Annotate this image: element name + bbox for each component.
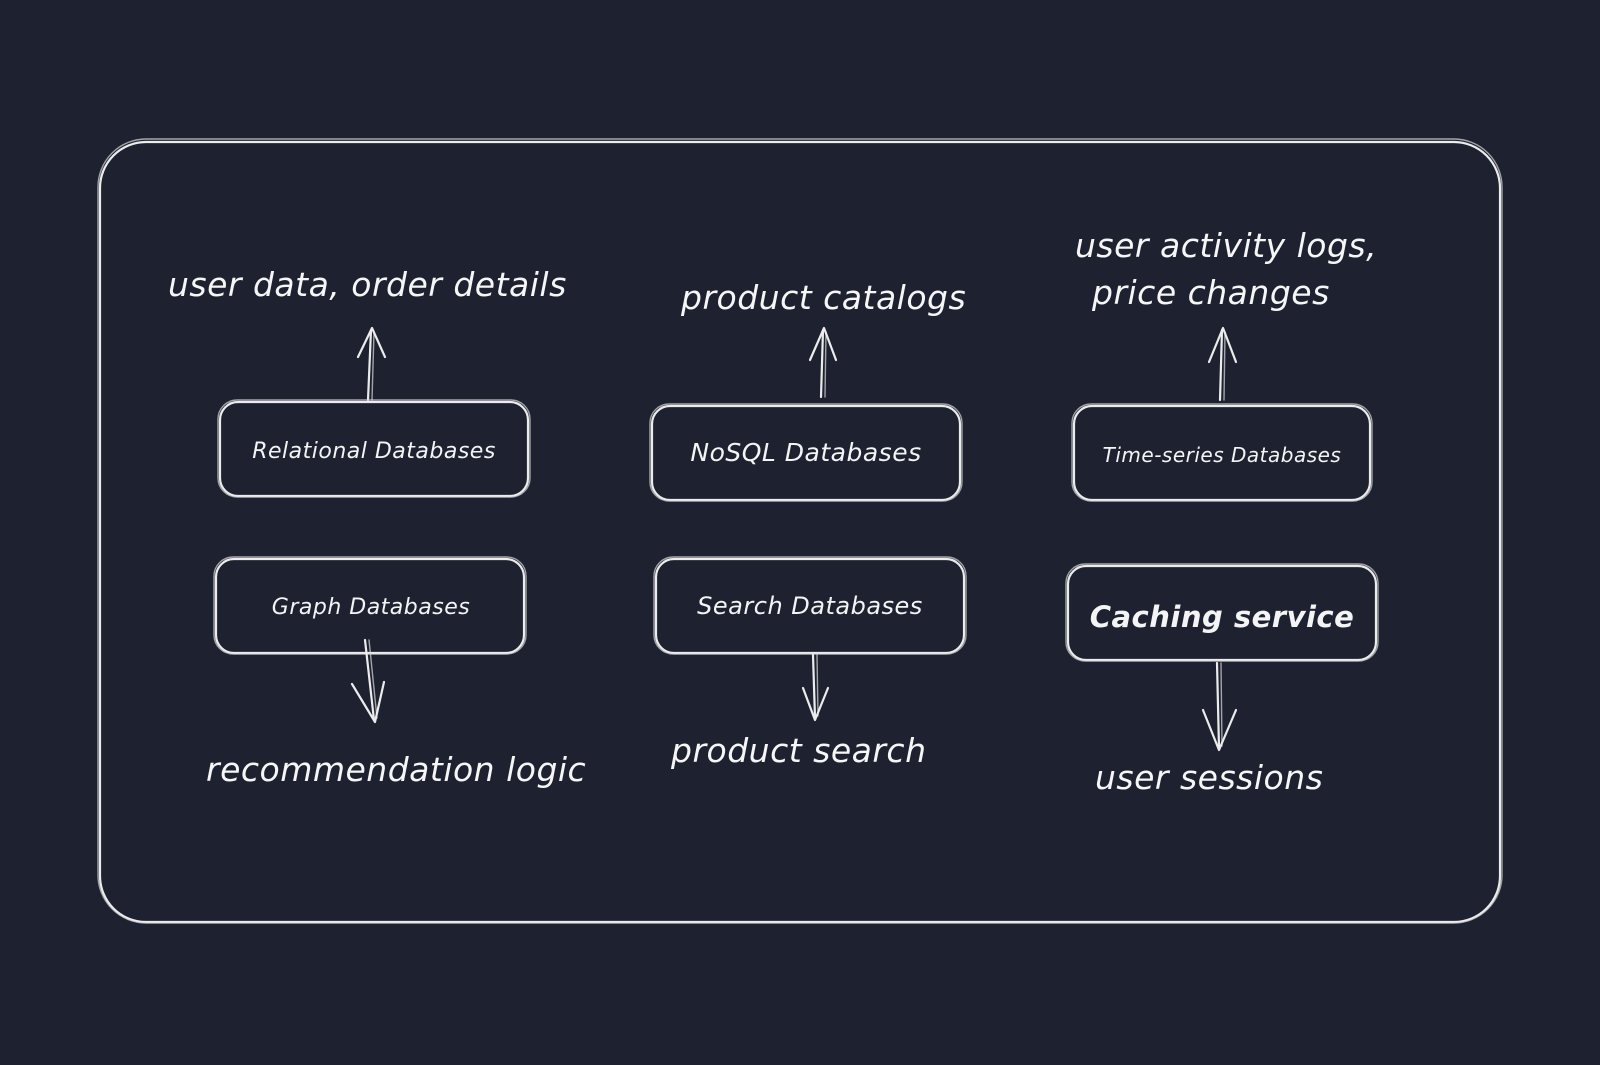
relational-use-label: user data, order details bbox=[168, 265, 567, 304]
search-arrow bbox=[801, 653, 830, 722]
timeseries-use-label-line1: user activity logs, bbox=[1075, 226, 1377, 265]
timeseries-use-label-line2: price changes bbox=[1091, 273, 1330, 312]
nosql-databases-node: NoSQL Databases bbox=[649, 403, 963, 502]
search-databases-label: Search Databases bbox=[697, 592, 923, 620]
graph-databases-label: Graph Databases bbox=[272, 595, 470, 620]
nosql-arrow bbox=[808, 326, 838, 399]
caching-use-label: user sessions bbox=[1095, 758, 1323, 797]
caching-service-label: Caching service bbox=[1090, 600, 1355, 634]
nosql-databases-label: NoSQL Databases bbox=[690, 438, 921, 467]
timeseries-arrow bbox=[1207, 326, 1238, 402]
search-use-label: product search bbox=[670, 731, 926, 770]
search-databases-node: Search Databases bbox=[653, 556, 967, 655]
relational-databases-node: Relational Databases bbox=[217, 399, 531, 498]
graph-databases-node: Graph Databases bbox=[213, 556, 527, 655]
relational-arrow bbox=[356, 326, 387, 402]
graph-arrow bbox=[350, 638, 386, 724]
outer-frame bbox=[97, 138, 1503, 924]
caching-service-node: Caching service bbox=[1065, 563, 1379, 662]
nosql-use-label: product catalogs bbox=[680, 278, 966, 317]
graph-use-label: recommendation logic bbox=[206, 750, 586, 789]
timeseries-databases-label: Time-series Databases bbox=[1103, 443, 1342, 467]
relational-databases-label: Relational Databases bbox=[252, 439, 496, 464]
caching-arrow bbox=[1201, 661, 1238, 752]
timeseries-databases-node: Time-series Databases bbox=[1071, 403, 1373, 502]
